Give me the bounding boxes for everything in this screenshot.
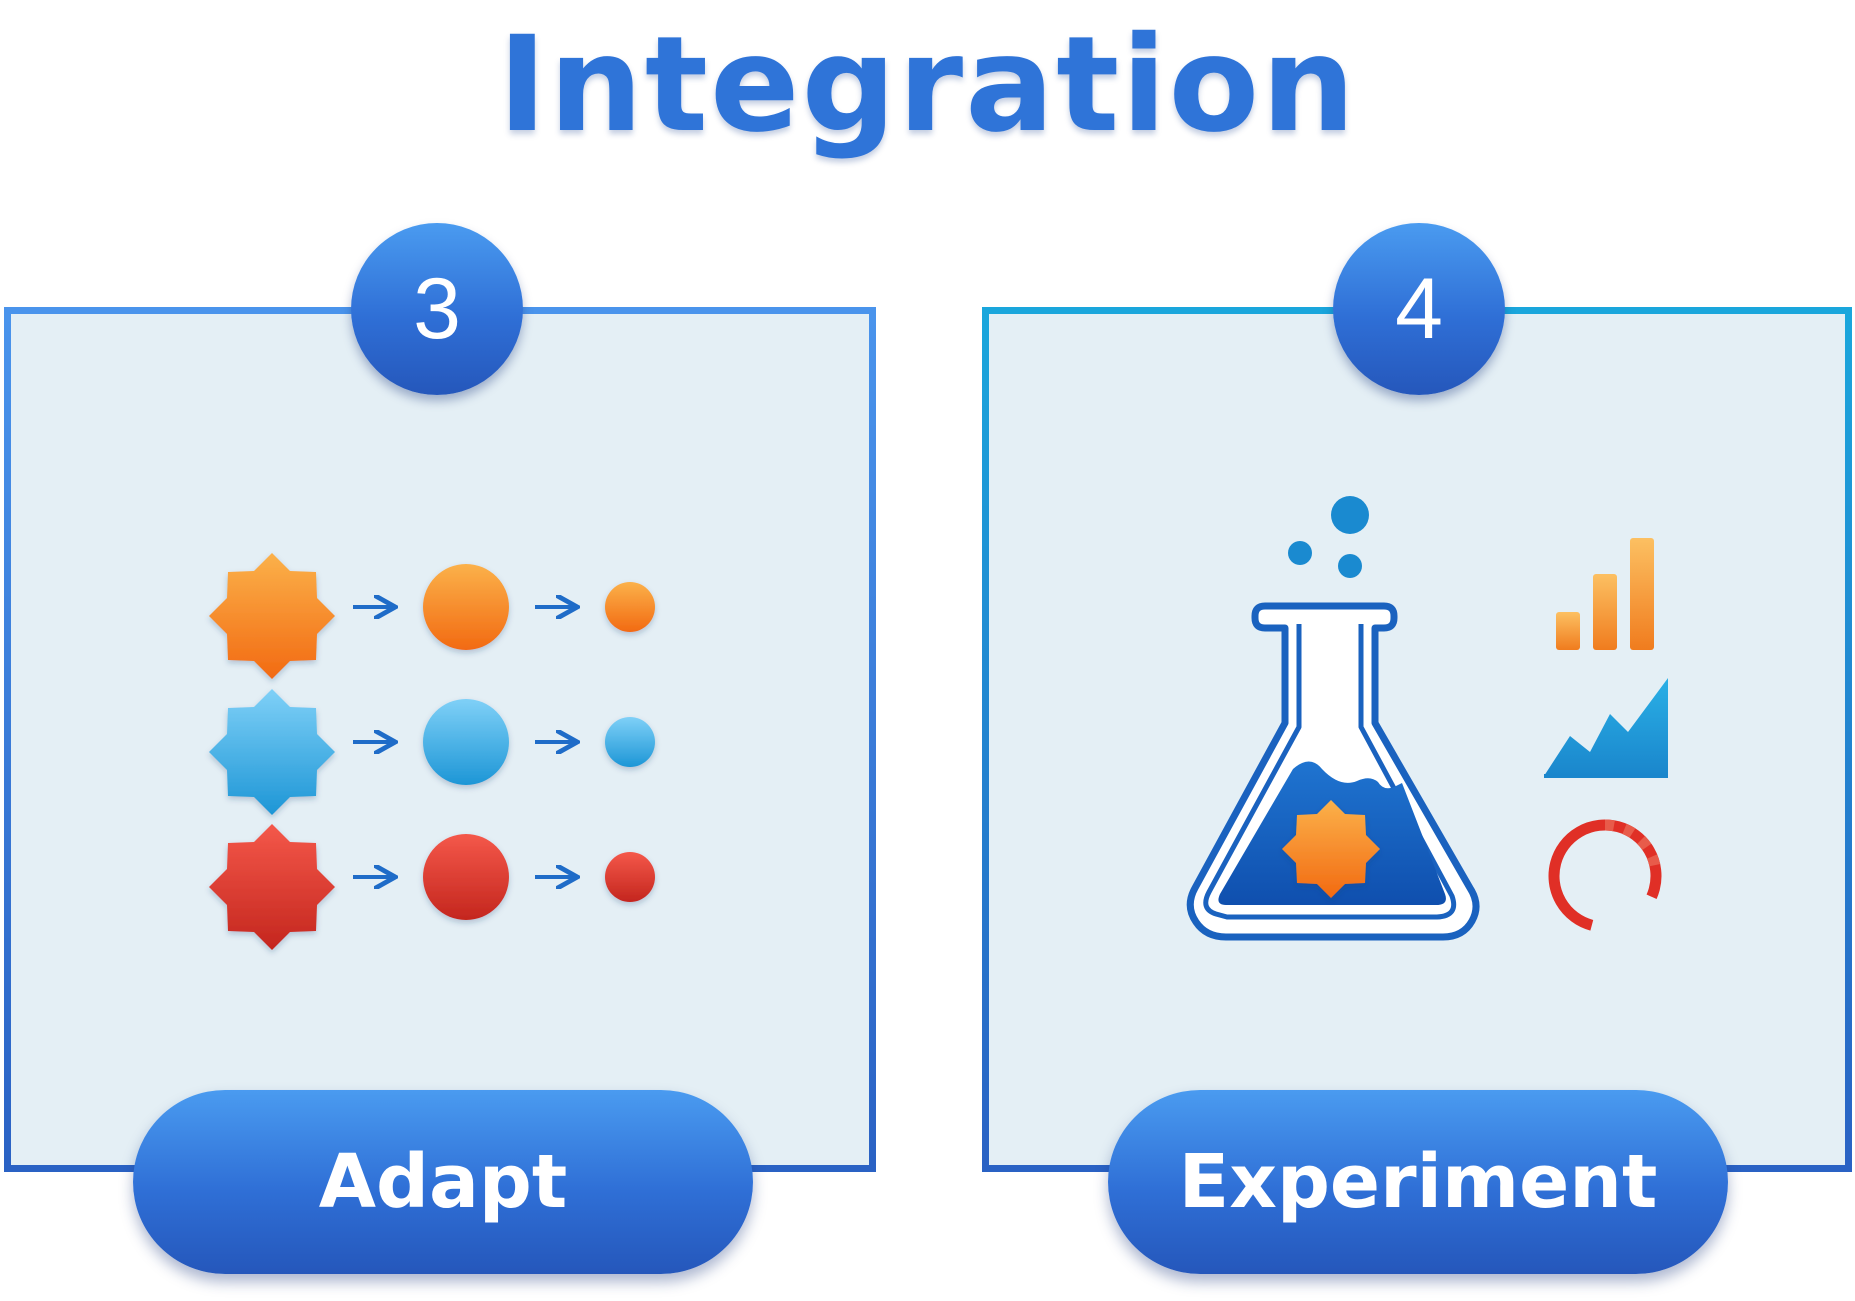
bubble-icon [1331, 496, 1369, 534]
circle-icon [423, 834, 509, 920]
badge-shape-icon [1282, 800, 1380, 898]
row-orange [209, 553, 655, 679]
flask-icon [1186, 496, 1480, 941]
badge-shape-icon [209, 553, 335, 679]
circle-icon [605, 717, 655, 767]
step-4-panel [982, 307, 1852, 1172]
circle-icon [423, 564, 509, 650]
step-label-experiment: Experiment [1108, 1090, 1728, 1274]
row-red [209, 824, 655, 950]
progress-ring-icon [1548, 819, 1662, 933]
step-number-badge: 4 [1333, 223, 1505, 395]
row-blue [209, 689, 655, 815]
circle-icon [423, 699, 509, 785]
badge-shape-icon [209, 824, 335, 950]
step-number-badge: 3 [351, 223, 523, 395]
bubble-icon [1338, 554, 1362, 578]
step-label-adapt: Adapt [133, 1090, 753, 1274]
circle-icon [605, 852, 655, 902]
area-chart-icon [1544, 678, 1668, 778]
circle-icon [605, 582, 655, 632]
page-title: Integration [497, 8, 1358, 162]
bar-chart-icon [1556, 538, 1654, 650]
bubble-icon [1288, 541, 1312, 565]
badge-shape-icon [209, 689, 335, 815]
